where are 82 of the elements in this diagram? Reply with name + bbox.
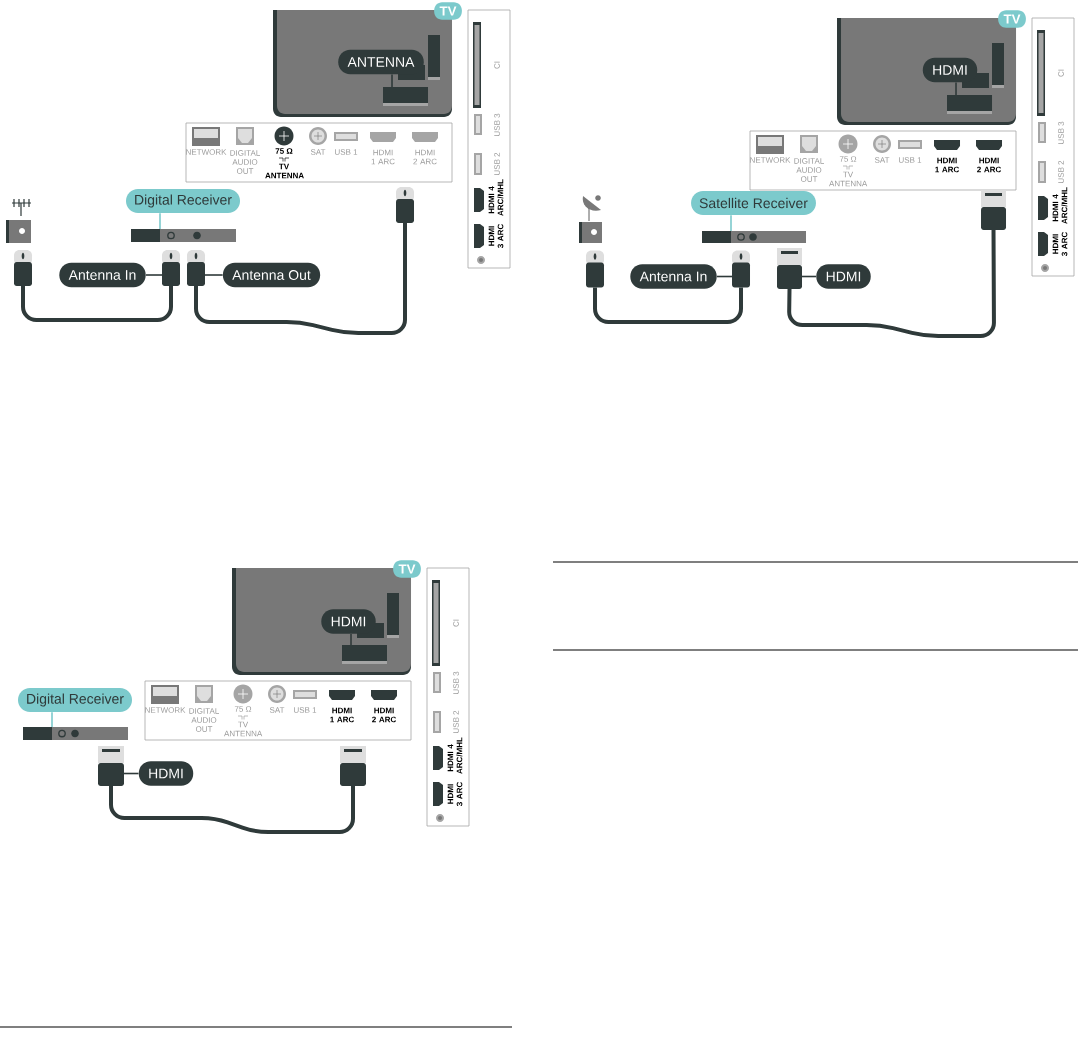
port-label: DIGITAL AUDIO OUT bbox=[189, 708, 219, 732]
port-label: SAT bbox=[310, 149, 326, 155]
hdmi-plug bbox=[777, 248, 802, 289]
port-label: NETWORK bbox=[750, 157, 791, 163]
port-label: HDMI 4 ARC/MHL bbox=[447, 737, 463, 774]
port-label: CI bbox=[1058, 69, 1064, 77]
callout-label: Antenna In bbox=[59, 262, 146, 288]
port-label: HDMI 3 ARC bbox=[447, 782, 463, 807]
hdmi-plug bbox=[98, 746, 124, 786]
port-label: USB 1 bbox=[899, 157, 922, 163]
device-label: Digital Receiver bbox=[126, 189, 240, 213]
receiver-box bbox=[702, 231, 806, 243]
coax-plug bbox=[162, 250, 180, 286]
port-label: USB 2 bbox=[494, 152, 500, 175]
leader-line bbox=[51, 711, 53, 728]
hdmi-plug bbox=[340, 746, 366, 786]
port-label: CI bbox=[453, 619, 459, 627]
coax-plug bbox=[732, 250, 750, 288]
leader-line bbox=[391, 73, 393, 88]
port-label: TV ANTENNA bbox=[265, 163, 304, 179]
coax-plug bbox=[14, 250, 32, 286]
port-label: NETWORK bbox=[145, 707, 186, 713]
leader-line bbox=[350, 633, 352, 646]
port-label: TV ANTENNA bbox=[829, 171, 868, 187]
port-label: SAT bbox=[874, 157, 890, 163]
callout-label: HDMI bbox=[816, 264, 871, 289]
cable bbox=[109, 786, 355, 834]
cable bbox=[787, 230, 996, 338]
coax-plug bbox=[396, 187, 414, 223]
port-label: USB 1 bbox=[294, 707, 317, 713]
leader-line bbox=[955, 81, 957, 96]
port-label: NETWORK bbox=[186, 149, 227, 155]
port-label: USB 1 bbox=[335, 149, 358, 155]
port-label: USB 3 bbox=[494, 113, 500, 136]
tv-badge: TV bbox=[434, 2, 462, 20]
port-label: HDMI 4 ARC/MHL bbox=[488, 179, 504, 216]
receiver-box bbox=[23, 727, 128, 740]
coax-plug bbox=[187, 250, 205, 286]
tv-connector bbox=[947, 95, 992, 114]
callout-label: HDMI bbox=[138, 761, 194, 786]
cable bbox=[593, 287, 743, 324]
cable bbox=[21, 286, 173, 322]
port-label: HDMI 2 ARC bbox=[977, 157, 1001, 173]
port-label: HDMI 3 ARC bbox=[488, 224, 504, 249]
port-label: 75 Ω bbox=[839, 156, 857, 162]
tv-connector bbox=[342, 645, 387, 664]
port-label: USB 3 bbox=[1058, 121, 1064, 144]
device-label: Satellite Receiver bbox=[691, 191, 816, 215]
port-label: 75 Ω bbox=[275, 148, 293, 154]
port-label: DIGITAL AUDIO OUT bbox=[794, 158, 824, 182]
leader-line bbox=[204, 274, 224, 276]
port-label: 75 Ω bbox=[234, 706, 252, 712]
port-label: HDMI 3 ARC bbox=[1052, 232, 1068, 257]
device-label: Digital Receiver bbox=[18, 688, 132, 712]
port-label: HDMI 1 ARC bbox=[330, 707, 354, 723]
tv-badge: TV bbox=[998, 10, 1026, 28]
port-label: USB 2 bbox=[1058, 160, 1064, 183]
port-label: USB 2 bbox=[453, 710, 459, 733]
port-label: HDMI 1 ARC bbox=[371, 149, 395, 165]
port-label: HDMI 4 ARC/MHL bbox=[1052, 187, 1068, 224]
tv-badge: TV bbox=[393, 560, 421, 578]
tv-connector bbox=[383, 87, 428, 106]
receiver-box bbox=[131, 229, 236, 242]
port-label: USB 3 bbox=[453, 671, 459, 694]
hdmi-plug bbox=[981, 190, 1006, 230]
cable bbox=[194, 223, 407, 335]
leader-line bbox=[145, 274, 163, 276]
port-label: DIGITAL AUDIO OUT bbox=[230, 150, 260, 174]
port-label: HDMI 2 ARC bbox=[372, 707, 396, 723]
port-label: HDMI 2 ARC bbox=[413, 149, 437, 165]
port-label: CI bbox=[494, 61, 500, 69]
leader-line bbox=[159, 212, 161, 230]
callout-label: Antenna In bbox=[630, 264, 717, 289]
leader-line bbox=[716, 275, 733, 278]
coax-plug bbox=[586, 250, 604, 288]
leader-line bbox=[801, 275, 817, 278]
port-label: TV ANTENNA bbox=[224, 721, 263, 737]
port-label: HDMI 1 ARC bbox=[935, 157, 959, 173]
port-label: SAT bbox=[269, 707, 285, 713]
callout-label: Antenna Out bbox=[222, 262, 321, 288]
leader-line bbox=[730, 214, 732, 232]
leader-line bbox=[123, 772, 140, 775]
